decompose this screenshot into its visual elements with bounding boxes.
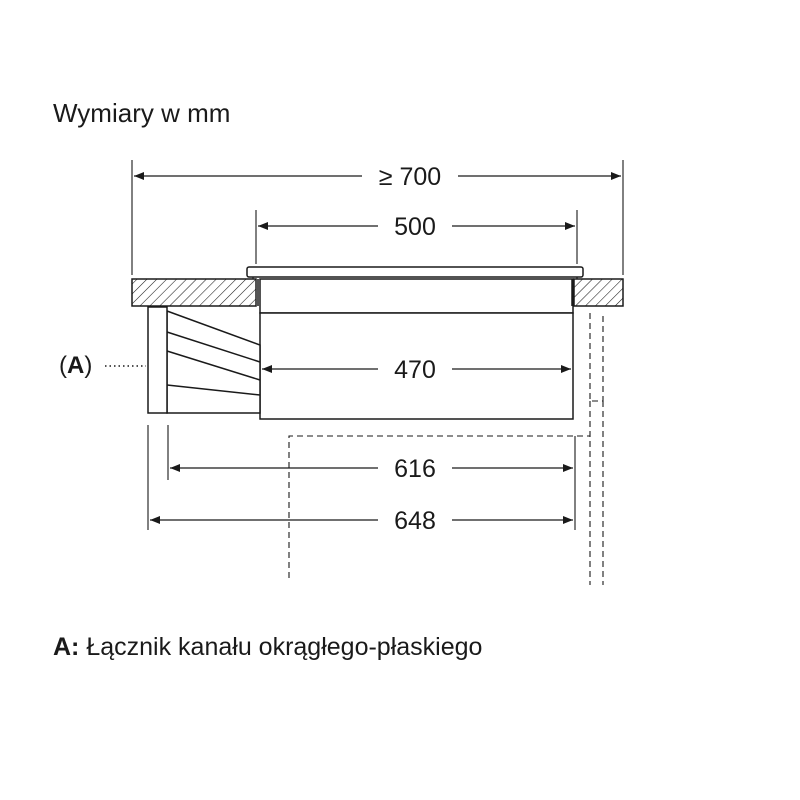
worktop [131,278,624,307]
duct-connector [147,306,261,414]
dim-label-cutout: 500 [394,213,436,241]
legend: A: Łącznik kanału okrągłego-płaskiego [53,633,482,662]
appliance-body [257,278,574,420]
legend-key: A: [53,633,80,661]
dim-label-top-min: ≥ 700 [379,163,441,191]
dim-label-616: 616 [394,455,436,483]
callout-a: (A) [59,352,146,379]
extension-lines [131,160,624,530]
diagram-title: Wymiary w mm [53,98,231,128]
cabinet-outline [288,313,604,585]
hob-top-plate [246,266,584,278]
legend-text: Łącznik kanału okrągłego-płaskiego [86,633,483,661]
dim-label-648: 648 [394,507,436,535]
svg-text:(A): (A) [59,352,92,379]
dim-label-body: 470 [394,356,436,384]
